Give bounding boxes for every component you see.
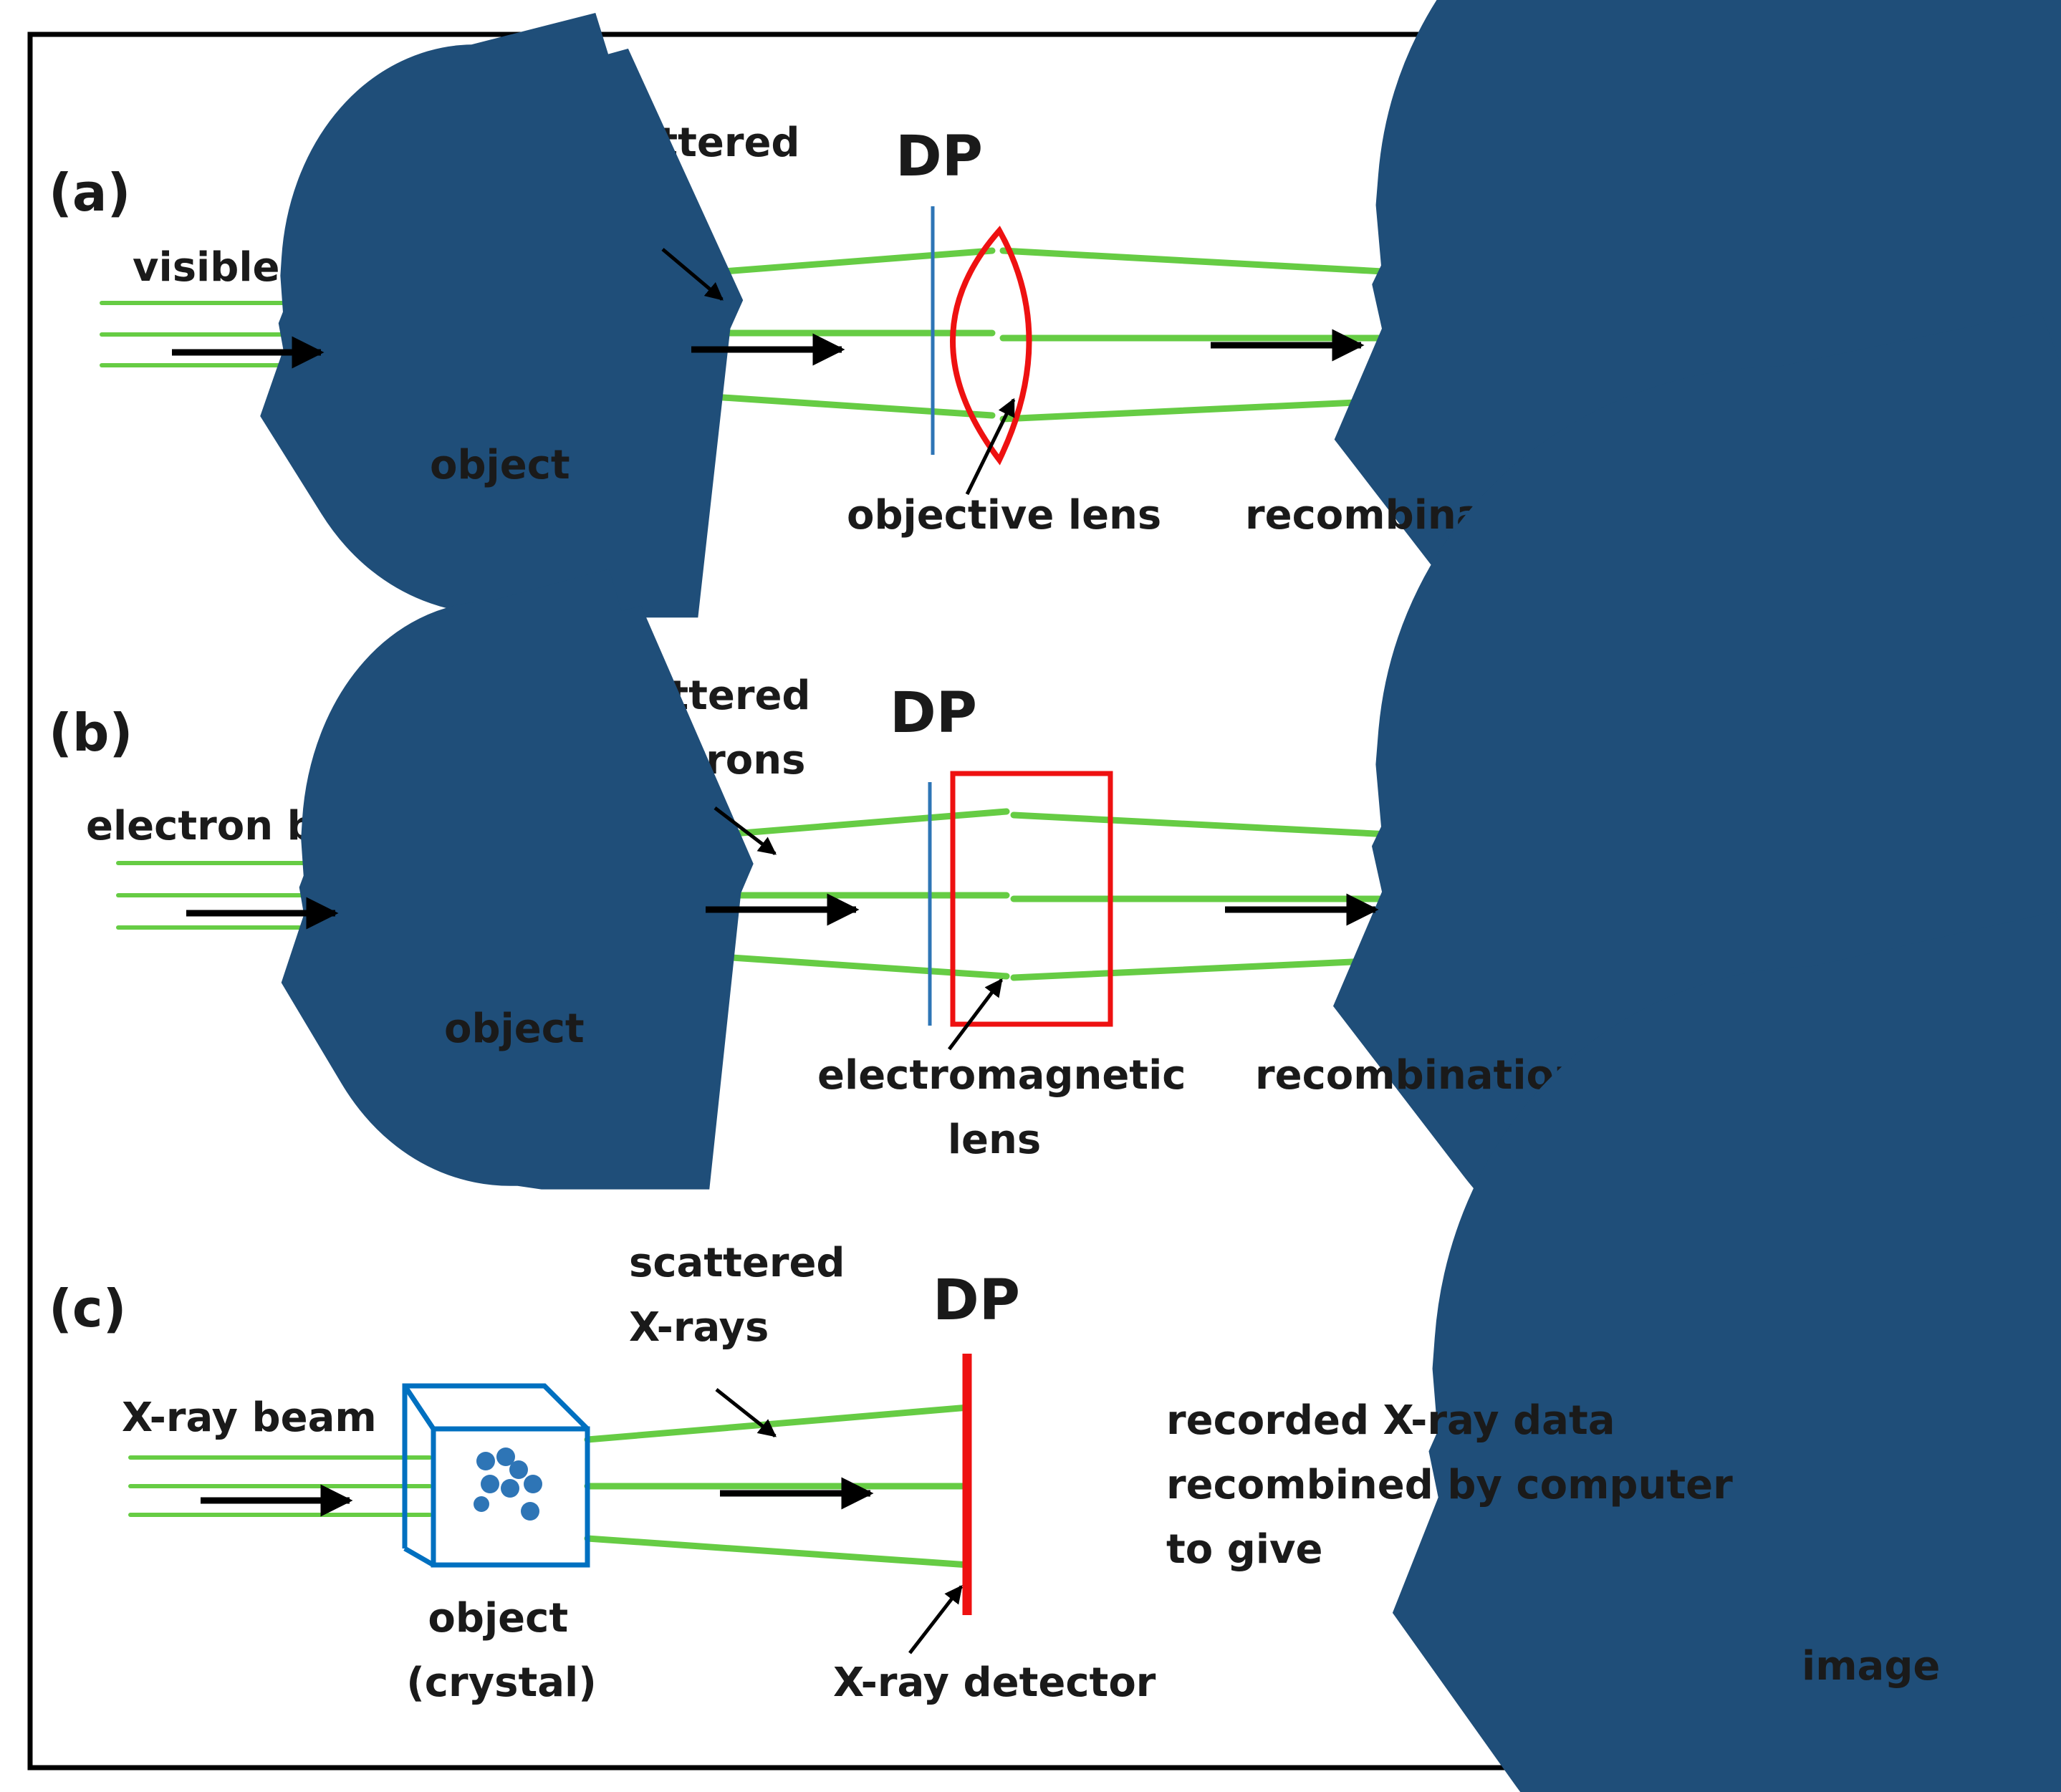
image-label: image xyxy=(1802,1643,1940,1690)
lens-label: electromagnetic lens xyxy=(817,1052,1200,1163)
object-blob-icon xyxy=(459,811,575,978)
electromagnetic-lens-icon xyxy=(950,771,1113,1027)
crystal-molecules-icon xyxy=(474,1447,542,1521)
scattered-ray-bottom xyxy=(584,1535,972,1569)
pointer-arrow-icon xyxy=(965,398,1016,496)
pointer-arrow-icon xyxy=(661,248,724,301)
lens-label: objective lens xyxy=(847,492,1161,539)
recombination-label: recorded X-ray data recombined by comput… xyxy=(1166,1397,1747,1573)
pointer-arrow-icon xyxy=(948,978,1003,1051)
pointer-arrow-icon xyxy=(908,1585,963,1654)
object-label: object (crystal) xyxy=(406,1595,597,1706)
pointer-arrow-icon xyxy=(714,806,777,855)
image-blob-icon xyxy=(1752,1321,1987,1605)
objective-lens-icon xyxy=(950,226,1032,466)
dp-label: DP xyxy=(933,1268,1020,1333)
object-blob-icon xyxy=(442,249,561,412)
panel-label: (b) xyxy=(49,703,133,763)
scatter-label: scattered X-rays xyxy=(629,1240,859,1351)
crystal-cube-icon xyxy=(402,1383,590,1568)
dp-label: DP xyxy=(890,681,977,746)
object-label: object xyxy=(430,442,570,488)
beam-label: X-ray beam xyxy=(122,1394,377,1441)
dp-label: DP xyxy=(895,125,983,189)
panel-label: (c) xyxy=(49,1278,127,1339)
pointer-arrow-icon xyxy=(715,1388,777,1437)
panel-label: (a) xyxy=(49,163,130,223)
scattered-ray-top xyxy=(584,1404,972,1443)
lens-label: X-ray detector xyxy=(833,1659,1156,1706)
panel-c: (c) DP X-ray beam scattered X-rays xyxy=(49,1240,1987,1706)
object-label: object xyxy=(444,1006,585,1052)
